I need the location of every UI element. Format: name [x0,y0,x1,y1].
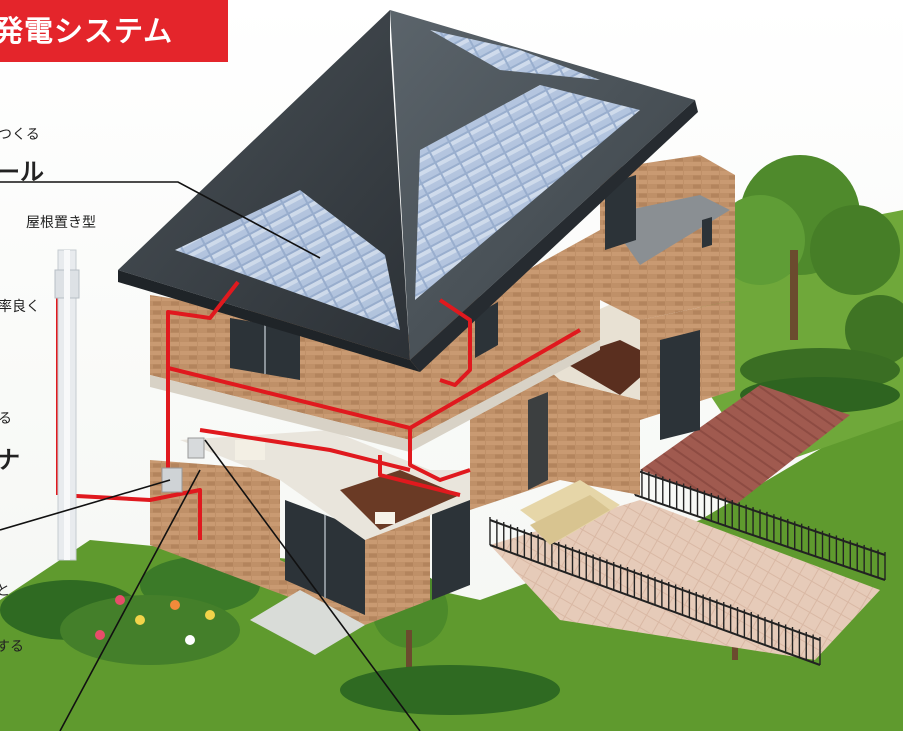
balcony-side-window [702,217,712,248]
label-efficiency: 率良く [0,299,40,315]
right-tower-window [660,330,700,440]
power-conditioner [161,467,183,493]
label-module: ール [0,158,44,186]
solar-panel-array-right [415,85,640,300]
balcony-floor [605,195,730,265]
balcony-window [605,175,636,250]
utility-pole [54,249,80,561]
label-na: ナ [0,446,20,474]
solar-panel-array-top [430,30,600,80]
label-roof-mounted: 屋根置き型 [26,215,96,231]
entry-door [528,392,548,490]
label-to: と [0,583,10,599]
label-tsukuru: つくる [0,127,40,143]
solar-panel-array-left [175,190,400,330]
label-ru: る [0,411,12,427]
floor-slab [150,340,600,452]
page-title-banner: 発電システム [0,0,228,62]
fence-bars [489,467,886,665]
garden-shrubs [0,377,900,715]
cutaway-wood-floor [340,470,460,530]
right-wing-front [560,380,640,495]
leader-lines [0,181,421,731]
label-suru: する [0,639,24,655]
roof-front-edge [118,270,420,372]
front-steps [250,590,365,655]
second-floor-right-wall [410,230,600,440]
sofa [235,440,265,460]
page-title: 発電システム [0,14,174,48]
distribution-board [187,437,205,459]
paved-courtyard [490,500,880,660]
second-floor-side-window [475,302,498,358]
ground-floor-door [432,485,470,600]
wood-deck [640,385,850,505]
